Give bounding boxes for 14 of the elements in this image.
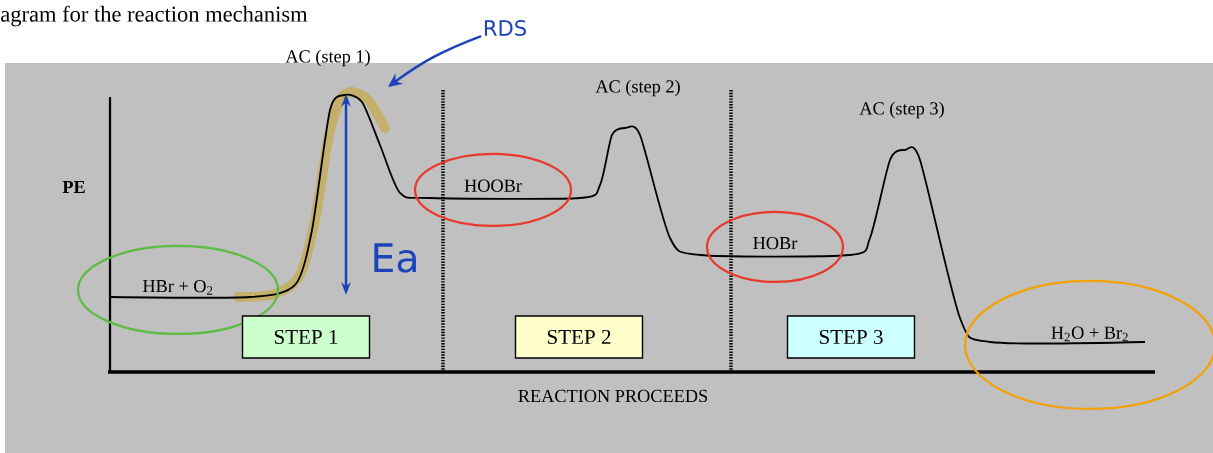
- step-box: STEP 1: [241, 315, 371, 359]
- peak-label: AC (step 1): [285, 49, 370, 67]
- axis-label: REACTION PROCEEDS: [518, 389, 708, 403]
- title: agram for the reaction mechanism: [1, 5, 308, 27]
- step-box: STEP 3: [786, 315, 916, 359]
- axis-label: PE: [62, 181, 85, 193]
- circled-species: HOOBr: [413, 152, 573, 228]
- step-box: STEP 2: [514, 315, 644, 359]
- handwritten-label: RDS: [484, 20, 526, 36]
- circled-species: H$_{2}$O + Br$_{2}$: [963, 279, 1213, 411]
- peak-label: AC (step 3): [859, 101, 944, 119]
- peak-label: AC (step 2): [595, 79, 680, 97]
- circled-species: HOBr: [705, 210, 845, 284]
- energy-label: Ea: [374, 243, 416, 273]
